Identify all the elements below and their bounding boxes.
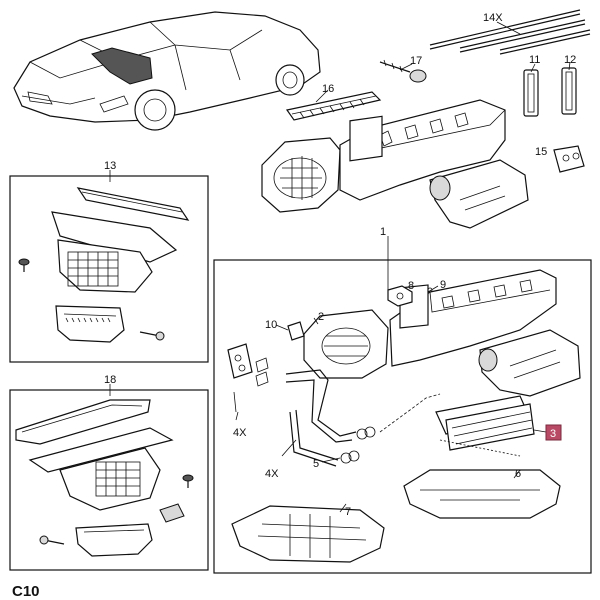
callout-8: 8: [408, 280, 414, 292]
callout-6: 6: [515, 468, 521, 480]
box-1: [213, 236, 592, 574]
callout-18: 18: [104, 374, 116, 386]
screw-icon: [139, 331, 165, 341]
box-13: [9, 175, 209, 363]
part-15-pad: [553, 145, 585, 173]
screw-icon: [182, 474, 194, 488]
leader-lines: [109, 61, 571, 463]
page-code: C10: [12, 583, 40, 600]
callout-17: 17: [410, 55, 422, 67]
callout-2: 2: [318, 311, 324, 323]
part-11-seal: [523, 69, 539, 117]
part-17-screw: [379, 59, 427, 83]
callout-qty-b: 4X: [265, 468, 279, 480]
callout-3-highlight: 3: [545, 424, 562, 441]
box-18: [9, 389, 209, 571]
callout-3: 3: [550, 428, 556, 440]
callout-14: 14X: [483, 12, 503, 24]
callout-5: 5: [313, 458, 319, 470]
screw-icon: [39, 535, 65, 545]
callout-9: 9: [440, 279, 446, 291]
callout-12: 12: [564, 54, 576, 66]
callout-labels: 1 2 3 5 6 7 8 9 10 11 12 13 14X 15 16 17…: [104, 12, 576, 518]
callout-11: 11: [529, 54, 540, 66]
part-14-strips: [429, 9, 591, 55]
callout-13: 13: [104, 160, 116, 172]
callout-qty-a: 4X: [233, 427, 247, 439]
heater-assembly-top: [261, 99, 529, 229]
vehicle-overview: [13, 11, 321, 131]
screw-icon: [18, 258, 30, 272]
part-16-filter: [285, 91, 382, 121]
callout-7: 7: [345, 506, 351, 518]
callout-10: 10: [265, 319, 277, 331]
callout-1: 1: [380, 226, 386, 238]
part-12-seal: [561, 67, 577, 115]
callout-15: 15: [535, 146, 547, 158]
callout-16: 16: [322, 83, 334, 95]
